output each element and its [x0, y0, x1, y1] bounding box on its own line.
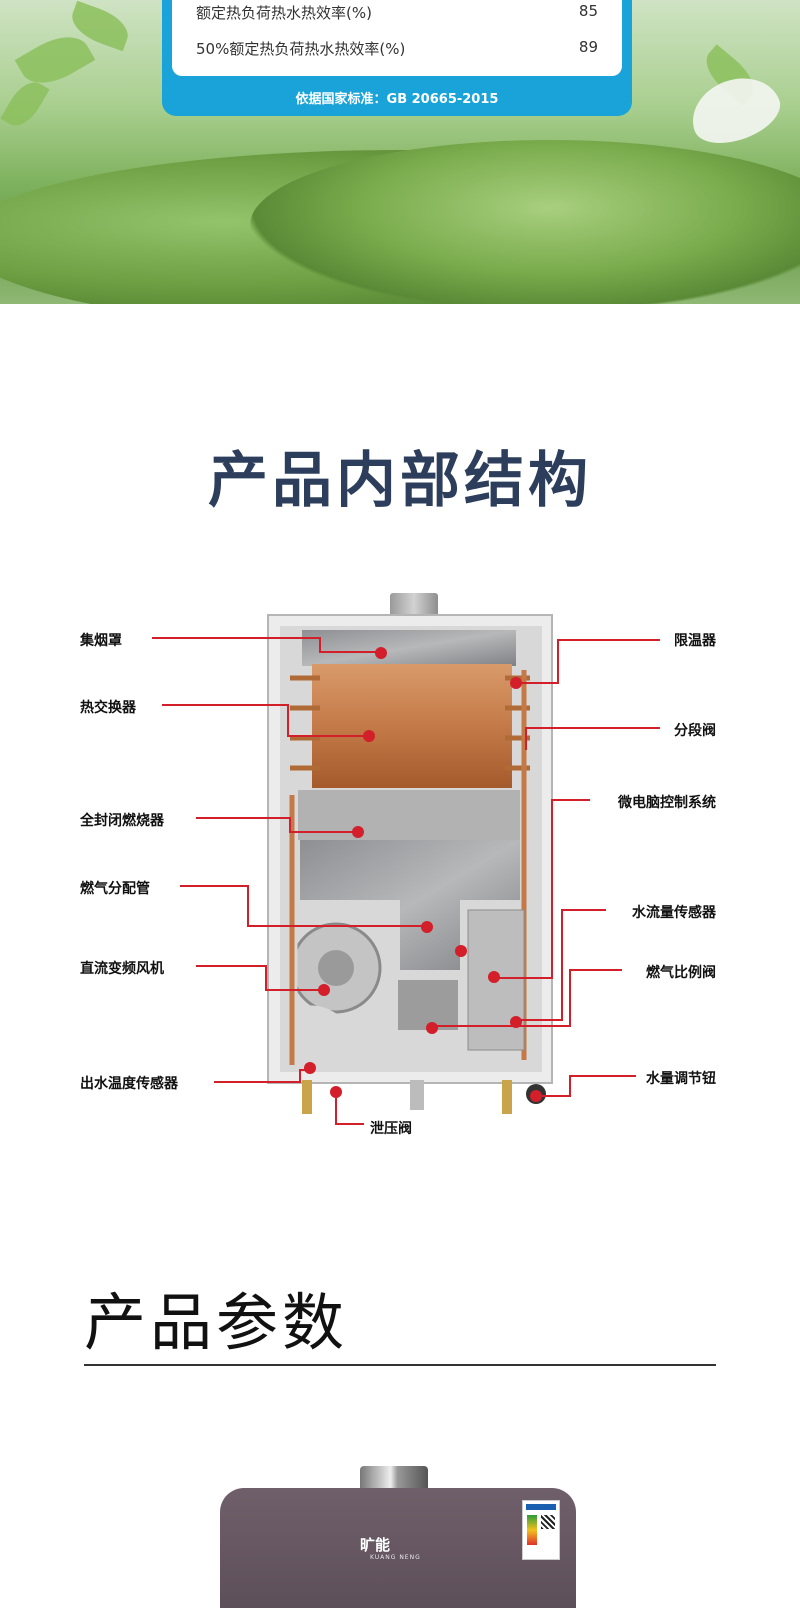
efficiency-label: 额定热负荷热水热效率(%)	[196, 4, 372, 22]
label-water-knob: 水量调节钮	[646, 1071, 716, 1087]
energy-label	[522, 1500, 560, 1560]
leaf-decoration	[0, 75, 50, 133]
structure-diagram: 集烟罩 热交换器 全封闭燃烧器 燃气分配管 直流变频风机 出水温度传感器 泄压阀…	[0, 560, 800, 1160]
efficiency-value: 89	[578, 38, 598, 56]
callout-lines	[152, 637, 660, 1125]
label-pressure-relief-valve: 泄压阀	[370, 1121, 412, 1137]
nature-banner: 额定热负荷热水热效率(%) 85 50%额定热负荷热水热效率(%) 89 依据国…	[0, 0, 800, 304]
section-divider	[84, 1364, 716, 1366]
fan-hub	[318, 950, 354, 986]
brand-logo: 旷能	[360, 1536, 391, 1554]
brand-logo-sub: KUANG NENG	[370, 1554, 421, 1561]
heater-illustration	[152, 593, 660, 1125]
efficiency-card: 额定热负荷热水热效率(%) 85 50%额定热负荷热水热效率(%) 89 依据国…	[162, 0, 632, 116]
structure-title: 产品内部结构	[208, 446, 592, 516]
label-control-system: 微电脑控制系统	[618, 795, 716, 811]
water-outlet-fitting	[302, 1080, 312, 1114]
label-flow-sensor: 水流量传感器	[632, 905, 716, 921]
efficiency-table: 额定热负荷热水热效率(%) 85 50%额定热负荷热水热效率(%) 89	[172, 0, 622, 76]
label-section-valve: 分段阀	[674, 723, 716, 739]
flower-petal	[682, 66, 788, 154]
smoke-hood	[302, 630, 516, 666]
moss-ground	[250, 140, 800, 304]
product-flue	[360, 1466, 428, 1492]
efficiency-value: 85	[578, 2, 598, 20]
label-burner: 全封闭燃烧器	[80, 813, 164, 829]
params-title: 产品参数	[84, 1286, 349, 1359]
efficiency-label: 50%额定热负荷热水热效率(%)	[196, 40, 406, 58]
gas-inlet-fitting	[410, 1080, 424, 1110]
standard-note: 依据国家标准：GB 20665-2015	[295, 92, 499, 107]
gas-valve-body	[398, 980, 458, 1030]
label-dc-fan: 直流变频风机	[80, 961, 164, 977]
efficiency-row: 50%额定热负荷热水热效率(%) 89	[196, 38, 598, 62]
label-temp-limiter: 限温器	[674, 633, 716, 649]
qr-code-icon	[541, 1515, 555, 1529]
callout-dots	[304, 647, 542, 1102]
heat-exchanger	[312, 664, 512, 788]
efficiency-row: 额定热负荷热水热效率(%) 85	[196, 2, 598, 26]
label-heat-exchanger: 热交换器	[80, 700, 136, 716]
label-gas-manifold: 燃气分配管	[80, 881, 150, 897]
water-inlet-fitting	[502, 1080, 512, 1114]
label-gas-proportional-valve: 燃气比例阀	[646, 965, 716, 981]
label-outlet-temp-sensor: 出水温度传感器	[80, 1076, 178, 1092]
label-smoke-hood: 集烟罩	[80, 633, 122, 649]
gas-manifold	[300, 840, 520, 970]
